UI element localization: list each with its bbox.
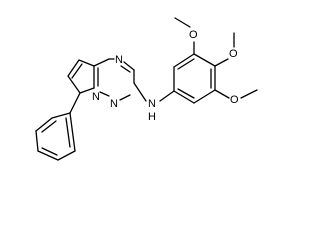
bond	[193, 89, 216, 104]
bond	[41, 147, 58, 156]
bond	[133, 82, 147, 102]
bond	[69, 92, 81, 114]
bond	[174, 17, 191, 28]
bond	[78, 59, 95, 67]
atom-o-meta-top: O	[189, 29, 198, 41]
structure-canvas: N N N N H O O O	[35, 17, 258, 161]
atom-o-para: O	[229, 48, 238, 60]
bond	[193, 53, 216, 67]
bond	[177, 58, 195, 70]
bond	[65, 117, 71, 148]
atom-n-triazine-c2: N	[110, 98, 118, 110]
bond	[214, 89, 230, 99]
bond	[214, 58, 229, 67]
bond	[67, 75, 81, 94]
bond	[173, 90, 195, 104]
bond	[79, 87, 95, 94]
bond	[51, 112, 71, 119]
bond	[57, 150, 76, 161]
bond	[240, 89, 258, 99]
bond	[69, 112, 76, 152]
bond	[177, 88, 195, 99]
bond	[120, 65, 131, 73]
atom-nh-h: H	[148, 111, 156, 123]
atom-labels: N N N N H O O O	[92, 29, 239, 123]
atom-o-meta-bottom: O	[230, 94, 239, 106]
atom-n-triazine-top: N	[115, 54, 123, 66]
atom-n-bridge: N	[92, 91, 100, 103]
bond	[123, 61, 135, 71]
molecule-structure: N N N N H O O O	[35, 17, 258, 161]
bond	[99, 91, 110, 97]
bond	[35, 117, 53, 132]
bonds	[35, 17, 258, 161]
bond	[173, 53, 195, 68]
atom-nh-n: N	[148, 98, 156, 110]
bond	[71, 63, 83, 79]
bond	[119, 94, 131, 101]
bond	[159, 90, 175, 102]
bond	[93, 58, 110, 67]
bond	[35, 130, 39, 152]
bond	[67, 59, 80, 77]
bond	[41, 120, 57, 133]
bond	[37, 150, 59, 161]
